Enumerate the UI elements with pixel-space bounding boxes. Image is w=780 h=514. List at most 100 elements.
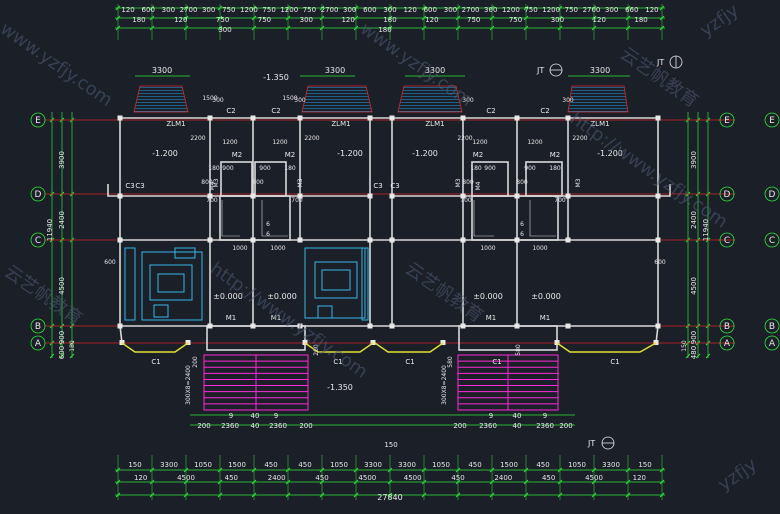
inner-dim: 900 [259,165,271,172]
coffee-table-2 [314,261,358,299]
right-dim: 480 [690,346,698,359]
sofa-right-2 [361,247,369,321]
stair-bottom-dim: 200 [197,422,210,430]
column [460,323,466,329]
top-dim-row2: 750 [467,16,480,24]
column [565,115,571,121]
front-stairs [203,354,559,411]
column [460,193,466,199]
axis-bubble-right-a [719,335,735,351]
left-dim: 600 [58,346,66,359]
canopy-width-dim: 3300 [152,66,172,75]
axis-bubble-far-right-a [764,335,780,351]
bottom-total-dim: 27840 [377,493,402,502]
top-dim-row1: 120 [403,6,416,14]
top-dim-row1: 300 [343,6,356,14]
bottom-dim-row1: 3300 [364,461,382,469]
top-dim-row2: 180 [383,16,396,24]
c3-label: C3 [135,182,144,190]
inner-dim: 2200 [304,135,319,142]
c3-label: C3 [373,182,382,190]
column [514,237,520,243]
inner-dim: 300 [462,97,474,104]
top-dim-row2: 180 [132,16,145,24]
column [460,115,466,121]
inner-dim: 6 [266,221,270,228]
axis-bubble-far-right-e [764,112,780,128]
column [655,237,661,243]
axis-bubble-right-b [719,318,735,334]
c2-label: C2 [226,107,235,115]
axis-label-right-b: B [724,322,730,332]
axis-label-far-b: B [769,322,775,332]
jt-label-2: JT [656,58,664,67]
top-dim-row1: 660 [625,6,638,14]
stair-side-dim: 200 [313,344,320,356]
top-dim-row1: 1200 [502,6,520,14]
m2-label: M2 [232,151,243,159]
canopy-1 [133,85,189,113]
bottom-dim-row1: 3300 [398,461,416,469]
inner-dim: 180 [549,165,561,172]
dimension-tick [69,353,75,359]
column [514,193,520,199]
inner-dim: 300 [294,97,306,104]
c3-label: C3 [125,182,134,190]
stair-bottom-top-dim: 9 [274,412,278,420]
m1-label: M1 [271,314,282,322]
bottom-dim-row2: 120 [134,474,147,482]
stair-side-dim: 200 [192,356,199,368]
left-dim: 2400 [58,211,66,229]
axis-label-right-a: A [724,339,731,349]
bottom-dim-row1: 1500 [228,461,246,469]
top-dim-row3: 180 [378,26,391,34]
axis-label-left-b: B [35,322,41,332]
top-dim-row1: 120 [645,6,658,14]
inner-dim: 600 [654,259,666,266]
inner-dim: 800 [252,179,264,186]
level-zero: ±0.000 [473,292,503,301]
inner-dim: 300 [562,97,574,104]
m1-label: M1 [486,314,497,322]
top-dim-row2: 120 [425,16,438,24]
stair-bottom-top-dim: 40 [251,412,260,420]
m4-label: M4 [475,181,482,190]
jt-label-3: JT [587,439,595,448]
zlm-label: ZLM1 [425,120,444,128]
column [117,237,123,243]
top-dim-row1: 300 [484,6,497,14]
stair-side-dim: 580 [447,356,454,368]
top-dim-row1: 750 [262,6,275,14]
stair-bottom-dim: 2360 [479,422,497,430]
canopy-width-dim: 3300 [325,66,345,75]
axis-bubble-far-right-b [764,318,780,334]
right-dim: 3900 [690,151,698,169]
axis-label-far-c: C [769,236,775,246]
column [207,323,213,329]
stair-bottom-top-dim: 9 [543,412,547,420]
living-room-rug-2 [304,247,366,319]
level-mark-bottom: -1.350 [327,383,353,392]
c1-label: C1 [151,358,160,366]
top-dim-row1: 300 [605,6,618,14]
inner-dim: 1000 [532,245,547,252]
coffee-table-inner-1 [157,273,185,293]
dimension-tick [705,353,711,359]
inner-dim: 1500 [202,95,217,102]
right-dim: 4500 [690,277,698,295]
top-dim-row2: 750 [258,16,271,24]
axis-bubble-left-a [30,335,46,351]
left-total-dim: 11940 [46,219,54,241]
top-dim-row1: 1200 [542,6,560,14]
living-room-rug-1 [141,251,203,321]
level-mark-top: -1.350 [263,73,289,82]
coffee-table-1 [149,264,193,301]
inner-dim: 700 [460,197,472,204]
column [389,237,395,243]
column [250,323,256,329]
inner-dim: 2200 [457,135,472,142]
bottom-dim-row2: 2400 [268,474,286,482]
inner-dim: 900 [484,165,496,172]
axis-label-right-c: C [724,236,730,246]
